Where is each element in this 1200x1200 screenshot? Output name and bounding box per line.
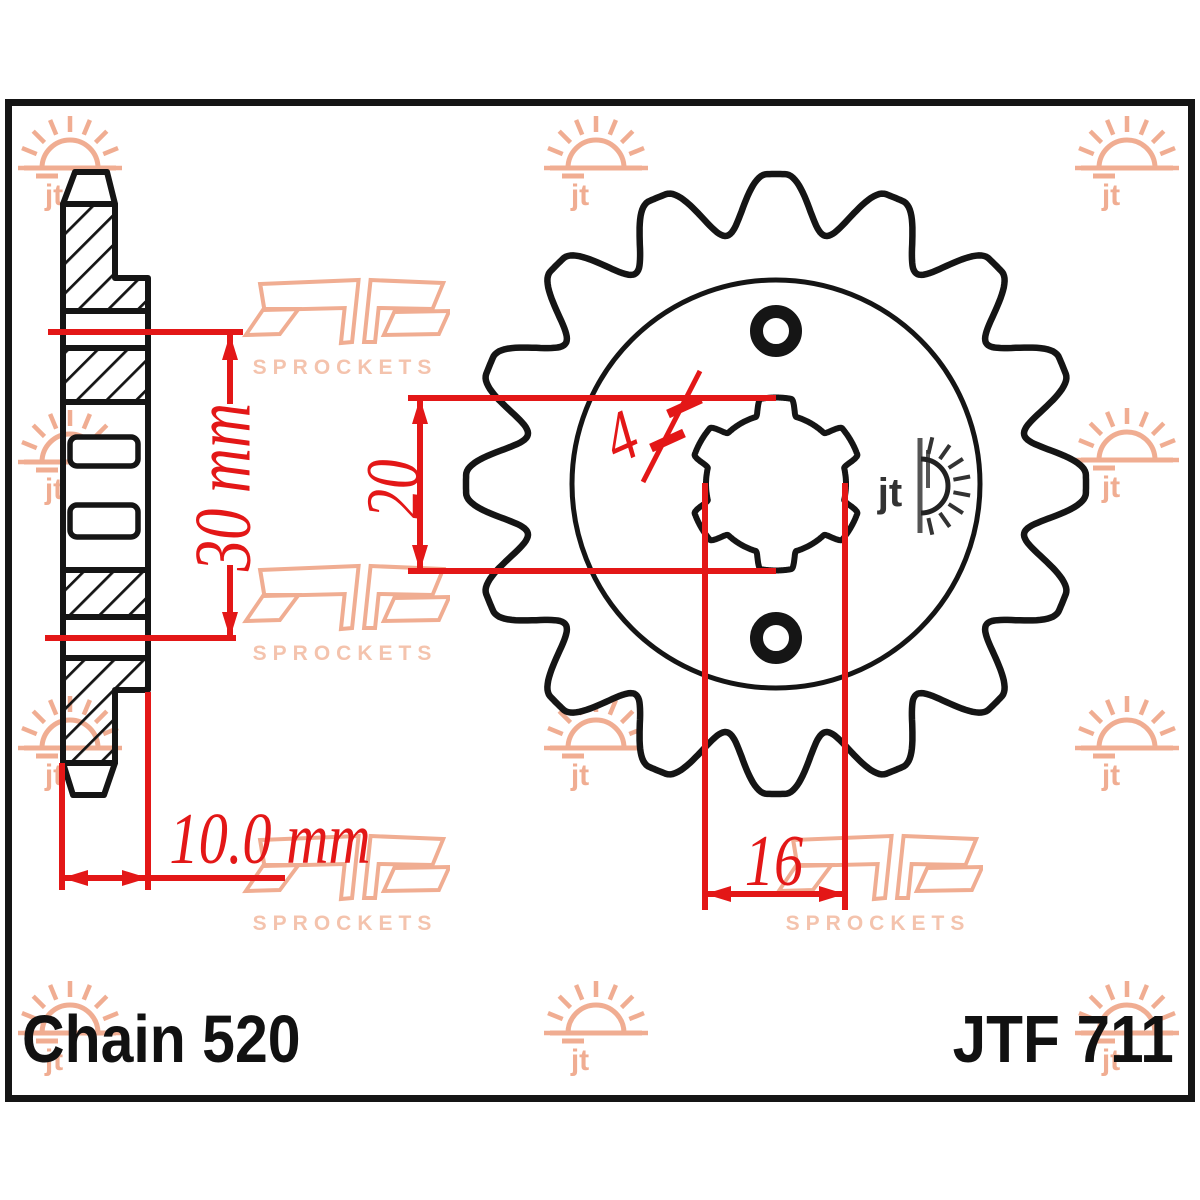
sun-dome xyxy=(1096,137,1158,169)
sun-jt-mark: jt xyxy=(1101,1044,1120,1077)
jt-sun-watermark-icon: jt xyxy=(1075,696,1179,792)
jt-letters xyxy=(242,277,450,346)
sun-jt-mark: jt xyxy=(44,179,63,212)
sprockets-wordmark: SPROCKETS xyxy=(253,356,438,379)
jt-sun-watermark-icon: jt xyxy=(1075,408,1179,504)
sprockets-wordmark: SPROCKETS xyxy=(253,912,438,935)
sun-jt-mark: jt xyxy=(570,179,589,212)
jt-sun-watermark-icon: jt xyxy=(18,981,122,1077)
jt-sun-watermark-icon: jt xyxy=(544,116,648,212)
bolt-hole-bottom xyxy=(750,612,802,664)
sprocket-hub-circle xyxy=(569,277,983,691)
sun-jt-mark: jt xyxy=(44,1044,63,1077)
side-bottom-tooth xyxy=(60,760,118,798)
jt-sun-watermark-icon: jt xyxy=(1075,116,1179,212)
jt-sprockets-watermark-logo: SPROCKETS xyxy=(775,833,983,935)
jt-stamp-mark: jt xyxy=(877,471,902,515)
dimension-4-lines xyxy=(640,369,703,484)
sun-rays xyxy=(1075,116,1179,171)
sun-rays xyxy=(18,981,122,1036)
jt-sun-watermark-icon: jt xyxy=(18,116,122,212)
jt-sun-watermark-icon: jt xyxy=(544,981,648,1077)
side-hatch-upper xyxy=(60,201,151,314)
part-number-label: JTF 711 xyxy=(952,1002,1174,1077)
sprockets-wordmark: SPROCKETS xyxy=(786,912,971,935)
sun-rays xyxy=(544,981,648,1036)
side-hatch-3 xyxy=(60,567,151,620)
jt-letters xyxy=(775,833,983,902)
side-hatch-2 xyxy=(60,345,151,405)
side-view-cross-section xyxy=(60,169,151,798)
sun-jt-mark: jt xyxy=(44,759,63,792)
sun-dome xyxy=(1096,429,1158,461)
dimension-20-lines xyxy=(408,395,776,574)
jt-stamp-icon: jt xyxy=(877,436,971,536)
sun-jt-mark: jt xyxy=(44,473,63,506)
sprocket-front-view: jt xyxy=(462,170,1090,798)
sun-jt-mark: jt xyxy=(1101,179,1120,212)
sun-dome xyxy=(39,137,101,169)
side-spline-slot-2 xyxy=(67,502,141,540)
side-hatch-lower xyxy=(60,655,151,766)
sun-rays xyxy=(544,116,648,171)
sun-jt-mark: jt xyxy=(570,759,589,792)
jt-sprockets-watermark-logo: SPROCKETS xyxy=(242,277,450,379)
dimension-16-label: 16 xyxy=(744,820,804,901)
sun-rays xyxy=(18,116,122,171)
jt-letters xyxy=(242,833,450,902)
sun-dome xyxy=(1096,717,1158,749)
jt-sprockets-watermark-logo: SPROCKETS xyxy=(242,833,450,935)
sun-jt-mark: jt xyxy=(570,1044,589,1077)
jt-sun-watermark-icon: jt xyxy=(1075,981,1179,1077)
sprockets-wordmark: SPROCKETS xyxy=(253,642,438,665)
sun-dome xyxy=(565,137,627,169)
sun-jt-mark: jt xyxy=(1101,759,1120,792)
drawing-border-frame xyxy=(5,99,1195,1102)
chain-size-label: Chain 520 xyxy=(22,1002,301,1077)
sun-dome xyxy=(1096,1002,1158,1034)
dimension-arrowheads xyxy=(62,334,845,902)
side-edges-middle xyxy=(60,402,151,570)
dimension-20-label: 20 xyxy=(351,459,436,519)
bolt-hole-top xyxy=(750,305,802,357)
sun-dome xyxy=(565,717,627,749)
sun-dome xyxy=(39,1002,101,1034)
dimension-10mm-label: 10.0 mm xyxy=(169,798,371,879)
sun-rays xyxy=(1075,696,1179,751)
side-spline-slot-1 xyxy=(67,434,141,469)
sun-rays xyxy=(1075,408,1179,463)
sun-dome xyxy=(565,1002,627,1034)
dimension-10mm-lines xyxy=(59,692,285,890)
dimension-30mm-label: 30 mm xyxy=(179,402,268,572)
sun-rays xyxy=(1075,981,1179,1036)
side-top-tooth xyxy=(60,169,118,207)
sun-jt-mark: jt xyxy=(1101,471,1120,504)
